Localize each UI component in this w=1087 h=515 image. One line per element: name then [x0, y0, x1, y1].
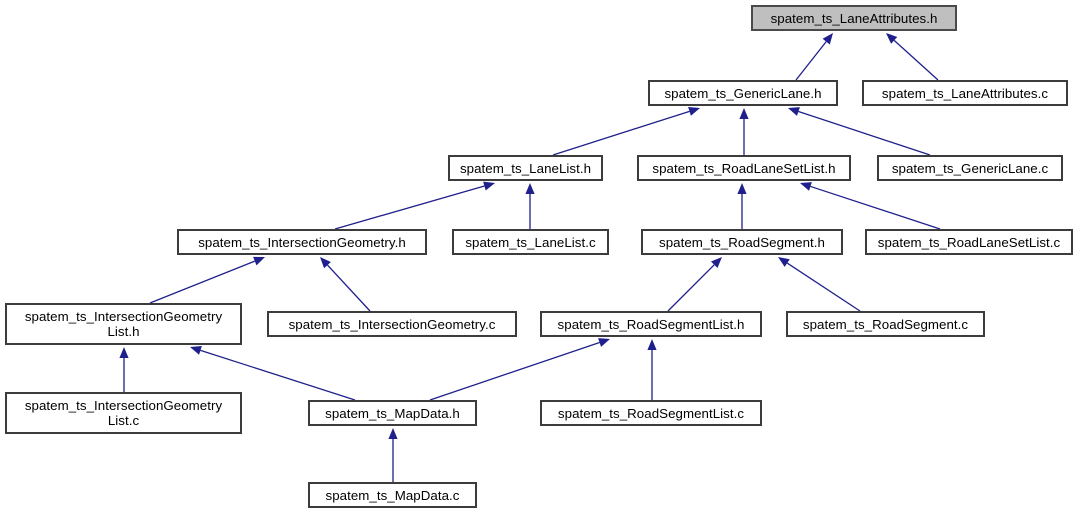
graph-node-label: spatem_ts_MapData.c [325, 487, 460, 503]
graph-edge-intersection_geometry_h-to-lane_list_h [334, 181, 495, 230]
graph-edge-lane_attributes_c-to-lane_attributes_h [886, 33, 939, 81]
graph-node-road_segment_list_h[interactable]: spatem_ts_RoadSegmentList.h [540, 311, 762, 337]
graph-node-intersection_geometry_h[interactable]: spatem_ts_IntersectionGeometry.h [177, 229, 427, 255]
arrowhead [253, 256, 265, 266]
graph-node-lane_list_h[interactable]: spatem_ts_LaneList.h [448, 155, 603, 181]
graph-edge-generic_lane_c-to-generic_lane_h [788, 107, 931, 156]
graph-node-road_segment_c[interactable]: spatem_ts_RoadSegment.c [786, 311, 985, 337]
graph-node-label: spatem_ts_GenericLane.c [891, 160, 1049, 176]
arrowhead [778, 257, 790, 267]
graph-node-label: spatem_ts_IntersectionGeometry.c [288, 316, 496, 332]
graph-node-lane_attributes_c[interactable]: spatem_ts_LaneAttributes.c [862, 80, 1068, 106]
graph-edge-road_segment_list_h-to-road_segment_h [667, 257, 722, 312]
graph-edge-road_segment_h-to-road_lane_set_list_h [737, 183, 747, 229]
graph-node-lane_attributes_h[interactable]: spatem_ts_LaneAttributes.h [751, 5, 957, 31]
arrowhead [190, 345, 202, 355]
graph-node-label: spatem_ts_RoadSegment.h [659, 234, 825, 250]
arrowhead [710, 257, 722, 269]
arrowhead [737, 183, 747, 194]
arrowhead [647, 339, 657, 350]
graph-node-generic_lane_h[interactable]: spatem_ts_GenericLane.h [648, 80, 838, 106]
graph-node-label: spatem_ts_RoadSegment.c [802, 316, 969, 332]
graph-edge-lane_list_h-to-generic_lane_h [552, 106, 700, 156]
arrowhead [822, 33, 833, 45]
graph-edge-map_data_h-to-road_segment_list_h [429, 338, 610, 401]
arrowhead [525, 183, 535, 194]
graph-edge-road_segment_list_c-to-road_segment_list_h [647, 339, 657, 400]
arrowhead [800, 182, 812, 191]
arrowhead [739, 108, 749, 119]
graph-node-label: spatem_ts_RoadSegmentList.h [557, 316, 745, 332]
graph-edge-lane_list_c-to-lane_list_h [525, 183, 535, 229]
arrowhead [886, 33, 898, 44]
graph-edge-intersection_geometry_c-to-intersection_geometry_h [320, 257, 371, 312]
graph-node-map_data_h[interactable]: spatem_ts_MapData.h [308, 400, 477, 426]
arrowhead [788, 107, 800, 116]
graph-node-label: spatem_ts_RoadLaneSetList.c [877, 234, 1061, 250]
graph-node-generic_lane_c[interactable]: spatem_ts_GenericLane.c [877, 155, 1063, 181]
arrowhead [483, 181, 495, 191]
graph-node-label: spatem_ts_LaneList.h [459, 160, 592, 176]
graph-node-label: spatem_ts_LaneAttributes.c [881, 85, 1049, 101]
arrowhead [320, 257, 331, 269]
graph-node-label: spatem_ts_RoadSegmentList.c [557, 405, 745, 421]
graph-edge-intersection_geometry_list_h-to-intersection_geometry_h [149, 256, 265, 304]
graph-node-label: spatem_ts_IntersectionGeometry List.c [24, 398, 223, 428]
graph-edge-road_lane_set_list_c-to-road_lane_set_list_h [800, 182, 941, 230]
graph-node-label: spatem_ts_LaneAttributes.h [770, 10, 938, 26]
graph-edge-road_segment_c-to-road_segment_h [778, 257, 861, 312]
graph-node-label: spatem_ts_IntersectionGeometry List.h [24, 309, 223, 339]
arrowhead [688, 106, 700, 116]
graph-edge-road_lane_set_list_h-to-generic_lane_h [739, 108, 749, 155]
graph-edge-generic_lane_h-to-lane_attributes_h [795, 33, 833, 81]
graph-node-intersection_geometry_c[interactable]: spatem_ts_IntersectionGeometry.c [267, 311, 517, 337]
graph-node-map_data_c[interactable]: spatem_ts_MapData.c [308, 482, 477, 508]
graph-node-label: spatem_ts_RoadLaneSetList.h [652, 160, 836, 176]
graph-node-road_lane_set_list_h[interactable]: spatem_ts_RoadLaneSetList.h [637, 155, 851, 181]
graph-node-lane_list_c[interactable]: spatem_ts_LaneList.c [452, 229, 609, 255]
graph-node-intersection_geometry_list_h[interactable]: spatem_ts_IntersectionGeometry List.h [5, 303, 242, 345]
graph-node-road_segment_list_c[interactable]: spatem_ts_RoadSegmentList.c [540, 400, 762, 426]
graph-node-label: spatem_ts_LaneList.c [465, 234, 596, 250]
graph-node-label: spatem_ts_MapData.h [325, 405, 460, 421]
graph-node-road_segment_h[interactable]: spatem_ts_RoadSegment.h [641, 229, 843, 255]
graph-node-label: spatem_ts_IntersectionGeometry.h [198, 234, 406, 250]
arrowhead [119, 347, 129, 358]
graph-node-intersection_geometry_list_c[interactable]: spatem_ts_IntersectionGeometry List.c [5, 392, 242, 434]
graph-edge-map_data_c-to-map_data_h [388, 428, 398, 482]
graph-node-label: spatem_ts_GenericLane.h [664, 85, 822, 101]
arrowhead [598, 338, 610, 347]
graph-node-road_lane_set_list_c[interactable]: spatem_ts_RoadLaneSetList.c [865, 229, 1073, 255]
graph-edge-intersection_geometry_list_c-to-intersection_geometry_list_h [119, 347, 129, 392]
arrowhead [388, 428, 398, 439]
